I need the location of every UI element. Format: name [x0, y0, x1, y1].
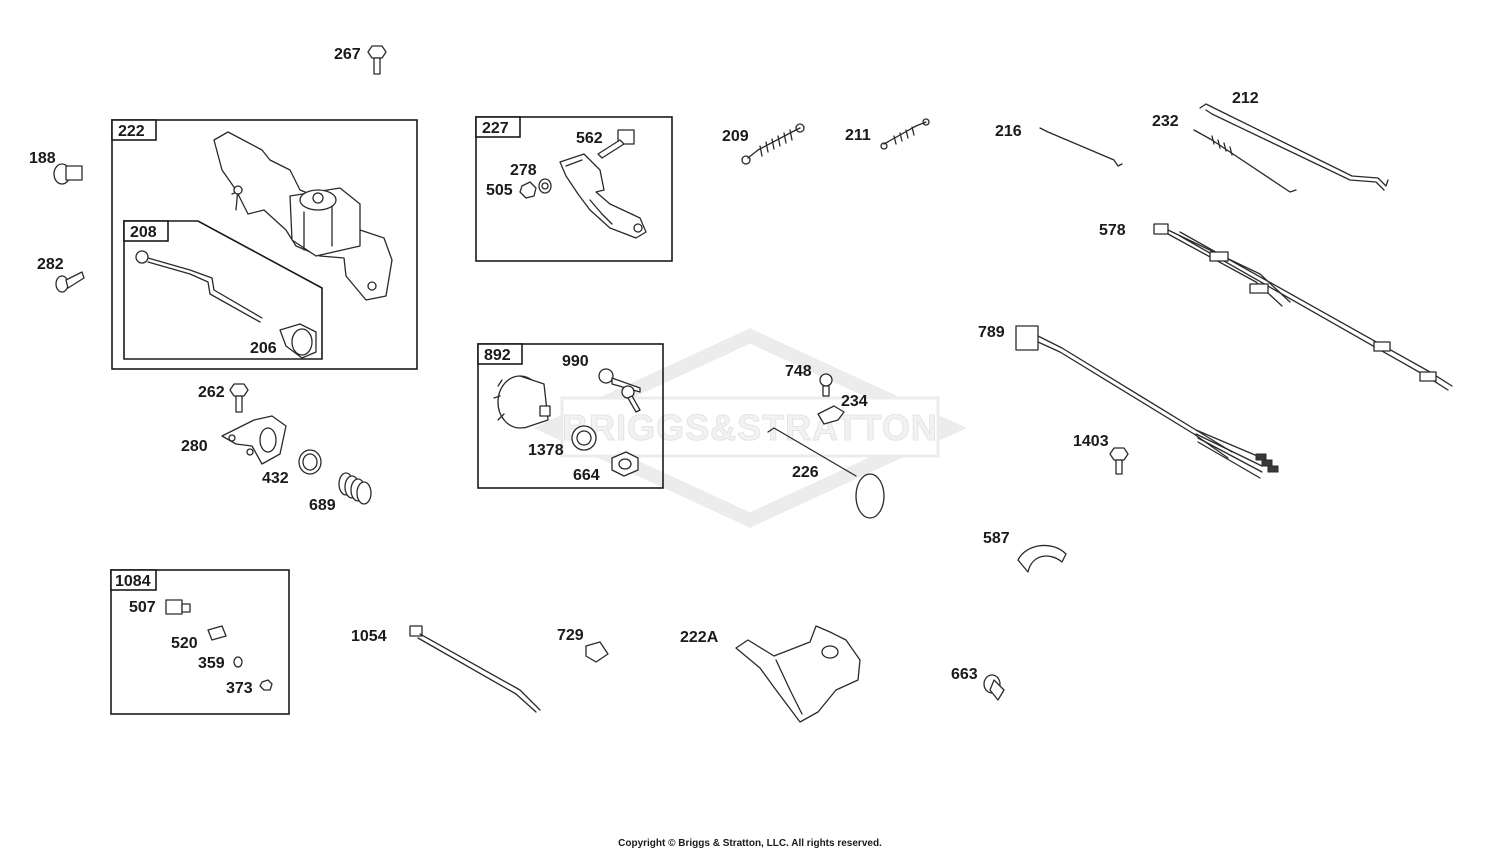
watermark-text: BRIGGS&STRATTON — [562, 407, 938, 448]
part-1378-lock-washer[interactable] — [571, 425, 597, 451]
part-1054-cable-tie[interactable] — [409, 625, 541, 713]
part-578-cable[interactable] — [1153, 223, 1453, 391]
part-227-lever[interactable] — [559, 153, 647, 239]
part-587-clamp[interactable] — [1017, 544, 1067, 573]
part-216-rod[interactable] — [1039, 127, 1123, 167]
label-663[interactable]: 663 — [951, 666, 978, 683]
group-label-208: 208 — [130, 224, 157, 241]
part-1403-bolt[interactable] — [1109, 447, 1129, 475]
label-729[interactable]: 729 — [557, 627, 584, 644]
part-748-screw[interactable] — [819, 373, 833, 397]
label-520[interactable]: 520 — [171, 635, 198, 652]
label-990[interactable]: 990 — [562, 353, 589, 370]
group-label-222: 222 — [118, 123, 145, 140]
label-212[interactable]: 212 — [1232, 90, 1259, 107]
brand-watermark: BRIGGS&STRATTON — [533, 328, 967, 528]
label-1054[interactable]: 1054 — [351, 628, 387, 645]
part-267-bolt[interactable] — [367, 45, 387, 75]
label-587[interactable]: 587 — [983, 530, 1010, 547]
part-432-bushing[interactable] — [298, 449, 322, 475]
group-box-227: 227 — [475, 116, 673, 262]
label-578[interactable]: 578 — [1099, 222, 1126, 239]
part-689-spring[interactable] — [338, 472, 372, 505]
group-box-208: 208 — [123, 220, 323, 360]
label-789[interactable]: 789 — [978, 324, 1005, 341]
part-892-ignition-switch[interactable] — [493, 375, 551, 429]
part-505-nut[interactable] — [519, 181, 537, 199]
label-432[interactable]: 432 — [262, 470, 289, 487]
part-211-spring[interactable] — [880, 118, 930, 150]
label-689[interactable]: 689 — [309, 497, 336, 514]
group-box-892: 892 — [477, 343, 664, 489]
label-282[interactable]: 282 — [37, 256, 64, 273]
part-188-bolt[interactable] — [53, 163, 83, 185]
group-label-1084: 1084 — [115, 573, 151, 590]
label-222A[interactable]: 222A — [680, 629, 719, 646]
label-359[interactable]: 359 — [198, 655, 225, 672]
part-234-clip[interactable] — [817, 405, 845, 425]
part-664-nut[interactable] — [611, 451, 639, 477]
part-206-knob[interactable] — [279, 323, 317, 359]
part-789-harness[interactable] — [1015, 325, 1279, 479]
label-188[interactable]: 188 — [29, 150, 56, 167]
label-262[interactable]: 262 — [198, 384, 225, 401]
label-226[interactable]: 226 — [792, 464, 819, 481]
group-label-227: 227 — [482, 120, 509, 137]
part-282-bolt[interactable] — [55, 271, 85, 293]
part-212-rod[interactable] — [1199, 103, 1389, 191]
label-211[interactable]: 211 — [845, 127, 871, 144]
part-262-bolt[interactable] — [229, 383, 249, 413]
label-373[interactable]: 373 — [226, 680, 253, 697]
group-label-892: 892 — [484, 347, 511, 364]
group-box-1084: 1084 — [110, 569, 290, 715]
label-664[interactable]: 664 — [573, 467, 600, 484]
label-209[interactable]: 209 — [722, 128, 749, 145]
group-box-222: 222 — [111, 119, 418, 370]
part-507-switch[interactable] — [165, 599, 191, 615]
copyright-notice: Copyright © Briggs & Stratton, LLC. All … — [618, 838, 882, 849]
part-373-nut[interactable] — [259, 679, 273, 691]
label-1378[interactable]: 1378 — [528, 442, 564, 459]
part-232-spring[interactable] — [1193, 129, 1297, 193]
label-267[interactable]: 267 — [334, 46, 361, 63]
label-1403[interactable]: 1403 — [1073, 433, 1109, 450]
part-990-key[interactable] — [598, 368, 641, 413]
part-222A-bracket[interactable] — [735, 625, 861, 723]
label-234[interactable]: 234 — [841, 393, 868, 410]
part-278-washer[interactable] — [538, 178, 552, 194]
label-206[interactable]: 206 — [250, 340, 277, 357]
part-209-spring[interactable] — [741, 123, 805, 165]
label-507[interactable]: 507 — [129, 599, 156, 616]
part-280-bracket[interactable] — [221, 415, 287, 465]
part-222-control-bracket[interactable] — [213, 131, 393, 301]
label-216[interactable]: 216 — [995, 123, 1022, 140]
label-505[interactable]: 505 — [486, 182, 513, 199]
part-562-bolt[interactable] — [597, 129, 635, 159]
part-359-washer[interactable] — [233, 656, 243, 668]
part-226-rod[interactable] — [767, 427, 885, 519]
label-232[interactable]: 232 — [1152, 113, 1179, 130]
part-520-terminal[interactable] — [207, 625, 227, 641]
part-663-bolt[interactable] — [983, 674, 1005, 701]
label-278[interactable]: 278 — [510, 162, 537, 179]
part-729-connector[interactable] — [585, 641, 609, 663]
part-labels: 267 188 282 206 262 280 432 689 562 278 … — [29, 46, 1259, 697]
label-562[interactable]: 562 — [576, 130, 603, 147]
part-208-link-rod[interactable] — [135, 250, 263, 323]
label-748[interactable]: 748 — [785, 363, 812, 380]
label-280[interactable]: 280 — [181, 438, 208, 455]
